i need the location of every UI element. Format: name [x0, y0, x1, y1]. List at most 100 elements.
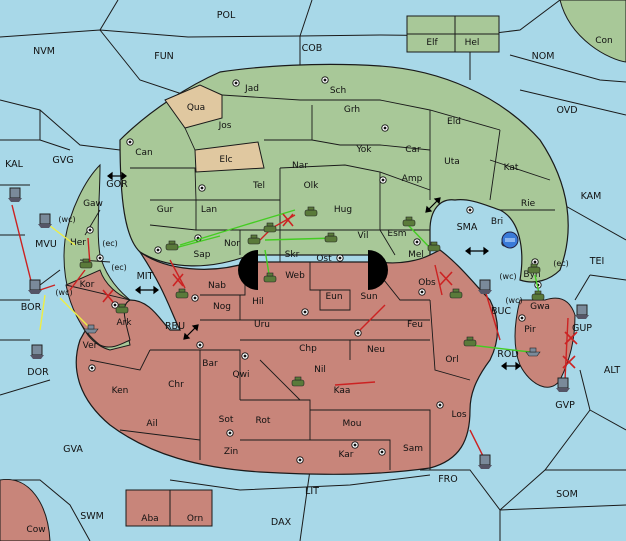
territory-label-pol[interactable]: POL: [217, 10, 236, 21]
territory-label-vil[interactable]: Vil: [358, 231, 369, 241]
territory-label-dax[interactable]: DAX: [271, 517, 292, 528]
territory-label-can[interactable]: Can: [135, 148, 153, 158]
territory-label-gvp[interactable]: GVP: [555, 400, 575, 411]
territory-label-cob[interactable]: COB: [302, 43, 323, 54]
territory-label-rod[interactable]: ROD: [497, 349, 518, 360]
territory-label-ail[interactable]: Ail: [146, 419, 157, 429]
territory-label-sma[interactable]: SMA: [457, 222, 478, 233]
territory-label-nab[interactable]: Nab: [208, 281, 226, 291]
territory-label-yok[interactable]: Yok: [355, 145, 372, 155]
territory-label-chp[interactable]: Chp: [299, 344, 317, 354]
territory-label-hug[interactable]: Hug: [334, 205, 352, 215]
territory-label-kam[interactable]: KAM: [581, 191, 602, 202]
territory-label-chr[interactable]: Chr: [168, 380, 184, 390]
territory-label-con[interactable]: Con: [595, 36, 613, 46]
territory-label-tel[interactable]: Tel: [252, 181, 265, 191]
territory-label-eld[interactable]: Eld: [447, 117, 461, 127]
territory-label-aba[interactable]: Aba: [141, 514, 158, 524]
territory-label-amp[interactable]: Amp: [402, 174, 423, 184]
territory-label-car[interactable]: Car: [405, 145, 421, 155]
territory-label-nil[interactable]: Nil: [314, 365, 326, 375]
territory-label-qua[interactable]: Qua: [187, 103, 205, 113]
territory-label-uta[interactable]: Uta: [444, 157, 460, 167]
territory-label-elc[interactable]: Elc: [219, 155, 232, 165]
territory-label-obs[interactable]: Obs: [418, 278, 436, 288]
territory-label-kaa[interactable]: Kaa: [334, 386, 351, 396]
territory-label-ost[interactable]: Ost: [316, 254, 332, 264]
territory-label-pir[interactable]: Pir: [524, 325, 536, 335]
territory-label-rbu[interactable]: RBU: [165, 321, 185, 332]
territory-label-mou[interactable]: Mou: [343, 419, 362, 429]
territory-label-som[interactable]: SOM: [556, 489, 578, 500]
territory-label-nvm[interactable]: NVM: [33, 46, 55, 57]
territory-label-hil[interactable]: Hil: [252, 297, 264, 307]
territory-label-eun[interactable]: Eun: [325, 292, 342, 302]
territory-label-los[interactable]: Los: [451, 410, 466, 420]
territory-label-kor[interactable]: Kor: [80, 280, 95, 290]
territory-label-rot[interactable]: Rot: [256, 416, 271, 426]
territory-label-neu[interactable]: Neu: [367, 345, 385, 355]
territory-label-grh[interactable]: Grh: [344, 105, 360, 115]
territory-label-lit[interactable]: LIT: [305, 486, 319, 497]
territory-label-sot[interactable]: Sot: [219, 415, 234, 425]
territory-label-esm[interactable]: Esm: [387, 229, 406, 239]
territory-label-her[interactable]: Her: [70, 238, 86, 248]
territory-label-fun[interactable]: FUN: [154, 51, 174, 62]
territory-label-rie[interactable]: Rie: [521, 199, 536, 209]
territory-label-gwa[interactable]: Gwa: [530, 302, 550, 312]
territory-label-jad[interactable]: Jad: [244, 84, 259, 94]
territory-label-ken[interactable]: Ken: [112, 386, 129, 396]
territory-label-swm[interactable]: SWM: [80, 511, 104, 522]
territory-label-mvu[interactable]: MVU: [35, 239, 57, 250]
territory-label-uru[interactable]: Uru: [254, 320, 270, 330]
territory-label-sap[interactable]: Sap: [194, 250, 211, 260]
territory-label-kal[interactable]: KAL: [5, 159, 24, 170]
territory-label-elf[interactable]: Elf: [426, 38, 438, 48]
territory-label-mel[interactable]: Mel: [408, 250, 424, 260]
territory-label-mit[interactable]: MIT: [137, 271, 154, 282]
territory-label-sun[interactable]: Sun: [360, 292, 377, 302]
territory-label-hel[interactable]: Hel: [465, 38, 480, 48]
x-mark-icon: [439, 271, 453, 286]
territory-label-nor[interactable]: Nor: [224, 239, 240, 249]
territory-label-gvg[interactable]: GVG: [52, 155, 73, 166]
territory-label-gur[interactable]: Gur: [157, 205, 174, 215]
territory-label-skr[interactable]: Skr: [285, 250, 300, 260]
territory-label-byn[interactable]: Byn: [523, 270, 540, 280]
territory-label-zin[interactable]: Zin: [224, 447, 238, 457]
territory-label-olk[interactable]: Olk: [304, 181, 320, 191]
territory-label-orl[interactable]: Orl: [445, 355, 458, 365]
territory-label-jos[interactable]: Jos: [218, 121, 232, 131]
territory-label-nog[interactable]: Nog: [213, 302, 231, 312]
territory-label-web[interactable]: Web: [285, 271, 305, 281]
territory-label-buc[interactable]: BUC: [491, 306, 511, 317]
territory-label-gor[interactable]: GOR: [106, 179, 128, 190]
territory-label-sam[interactable]: Sam: [403, 444, 423, 454]
territory-label-sch[interactable]: Sch: [330, 86, 346, 96]
territory-label-orn[interactable]: Orn: [187, 514, 203, 524]
double-arrow-icon: [501, 361, 521, 371]
territory-label-nar[interactable]: Nar: [292, 161, 308, 171]
circle-dot-icon: [111, 301, 119, 309]
territory-label-nom[interactable]: NOM: [532, 51, 555, 62]
territory-label-ark[interactable]: Ark: [116, 318, 132, 328]
territory-label-cow[interactable]: Cow: [26, 525, 45, 535]
territory-label-ver[interactable]: Ver: [83, 341, 98, 351]
territory-label-kat[interactable]: Kat: [504, 163, 519, 173]
territory-label-bar[interactable]: Bar: [202, 359, 218, 369]
territory-label-fro[interactable]: FRO: [438, 474, 458, 485]
territory-label-bri[interactable]: Bri: [491, 217, 503, 227]
territory-label-tei[interactable]: TEI: [589, 256, 605, 267]
territory-label-kar[interactable]: Kar: [339, 450, 354, 460]
territory-label-ovd[interactable]: OVD: [556, 105, 577, 116]
territory-label-lan[interactable]: Lan: [201, 205, 217, 215]
territory-label-gaw[interactable]: Gaw: [83, 199, 103, 209]
territory-label-gup[interactable]: GUP: [572, 323, 592, 334]
fleet-unit-icon: [8, 187, 22, 202]
territory-label-qwi[interactable]: Qwi: [233, 370, 250, 380]
territory-label-alt[interactable]: ALT: [604, 365, 620, 376]
territory-label-dor[interactable]: DOR: [27, 367, 49, 378]
territory-label-feu[interactable]: Feu: [407, 320, 423, 330]
territory-label-gva[interactable]: GVA: [63, 444, 83, 455]
territory-label-bor[interactable]: BOR: [21, 302, 42, 313]
